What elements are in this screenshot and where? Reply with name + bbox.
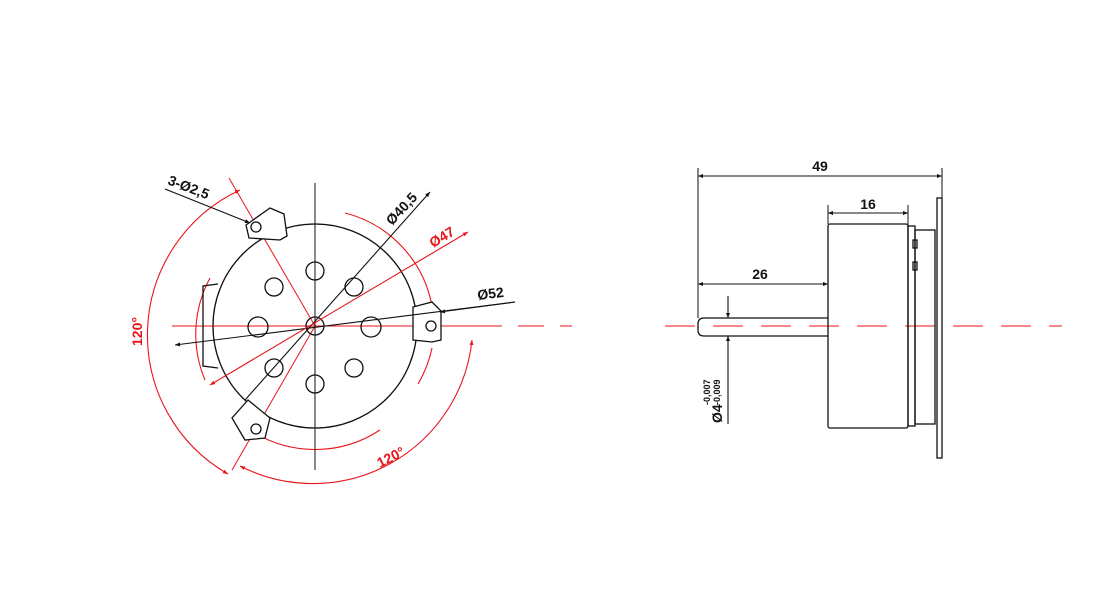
leader-outer-diameter-start — [439, 301, 516, 314]
front-centerlines — [172, 177, 572, 471]
overall-length-label: 49 — [812, 158, 828, 174]
pitch-arc-right — [417, 347, 433, 385]
pitch-circle-arcs — [195, 212, 433, 451]
vent-hole-upper-left — [264, 277, 284, 297]
pitch-arc-left — [195, 277, 211, 381]
vent-hole-lower-right — [344, 358, 364, 378]
mounting-tab-right — [412, 301, 442, 343]
pitch-diameter-label: Ø47 — [426, 223, 457, 250]
bolt-radial-line-top — [228, 177, 316, 327]
terminal-bottom — [912, 261, 918, 271]
front-view: 3-Ø2,5 Ø40,5 Ø47 Ø52 120° 120° — [129, 172, 572, 485]
front-outline — [202, 207, 442, 441]
angle-arc-left — [146, 189, 241, 475]
mounting-plate — [936, 197, 943, 459]
shaft-length-label: 26 — [752, 266, 768, 282]
hole-count-label: 3-Ø2,5 — [166, 172, 212, 202]
leader-hole — [164, 188, 251, 224]
angle-arc-bottom — [239, 339, 474, 485]
terminal-block — [914, 229, 936, 425]
side-view: 49 16 26 Ø4 -0,007 -0,009 — [665, 158, 1062, 459]
vent-hole-upper-right — [344, 277, 364, 297]
angle-left-label: 120° — [129, 317, 145, 346]
pitch-arc-top-right — [344, 212, 433, 307]
leader-pitch-diameter — [209, 231, 469, 386]
terminal-top — [912, 239, 918, 249]
shaft-tol-upper: -0,007 — [702, 379, 712, 405]
shaft-diameter-label: Ø4 -0,007 -0,009 — [702, 379, 725, 423]
shaft — [697, 317, 828, 337]
mounting-hole-bottom — [250, 423, 262, 435]
shaft-dia-value: Ø4 — [709, 404, 725, 423]
side-outline — [697, 168, 943, 459]
body-length-label: 16 — [860, 196, 876, 212]
shaft-tol-lower: -0,009 — [712, 379, 722, 405]
mounting-tab-bottom — [231, 399, 271, 441]
angle-bottom-label: 120° — [374, 443, 407, 470]
outer-diameter-label: Ø52 — [476, 284, 504, 303]
side-dimensions — [698, 174, 942, 424]
